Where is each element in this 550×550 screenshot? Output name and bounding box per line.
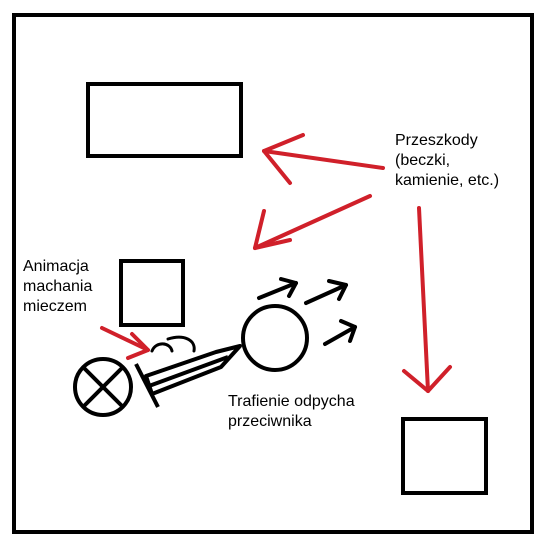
arrow-to-middle-area	[253, 194, 372, 250]
knockback-arrow-2	[304, 279, 348, 305]
knockback-label: Trafienie odpycha przeciwnika	[228, 393, 355, 430]
obstacles-label: Przeszkody (beczki, kamienie, etc.)	[395, 132, 500, 189]
sword-swing-label: Animacja machania mieczem	[23, 258, 93, 315]
arrow-to-sword	[100, 326, 150, 360]
obstacle-bottom-right	[401, 417, 488, 495]
arena-border	[12, 13, 534, 534]
arrow-to-top-obstacle	[262, 133, 385, 185]
obstacle-top	[86, 82, 243, 158]
swing-motion-marks	[150, 335, 196, 353]
obstacle-middle	[119, 259, 185, 327]
enemy-icon	[241, 304, 309, 372]
arrow-to-bottom-obstacle	[402, 206, 452, 393]
annotation-arrows	[100, 133, 452, 393]
sword-icon	[134, 344, 242, 408]
knockback-arrow-3	[323, 319, 357, 346]
knockback-arrow-1	[257, 277, 298, 300]
knockback-arrows	[257, 277, 357, 346]
player-icon	[73, 357, 133, 417]
